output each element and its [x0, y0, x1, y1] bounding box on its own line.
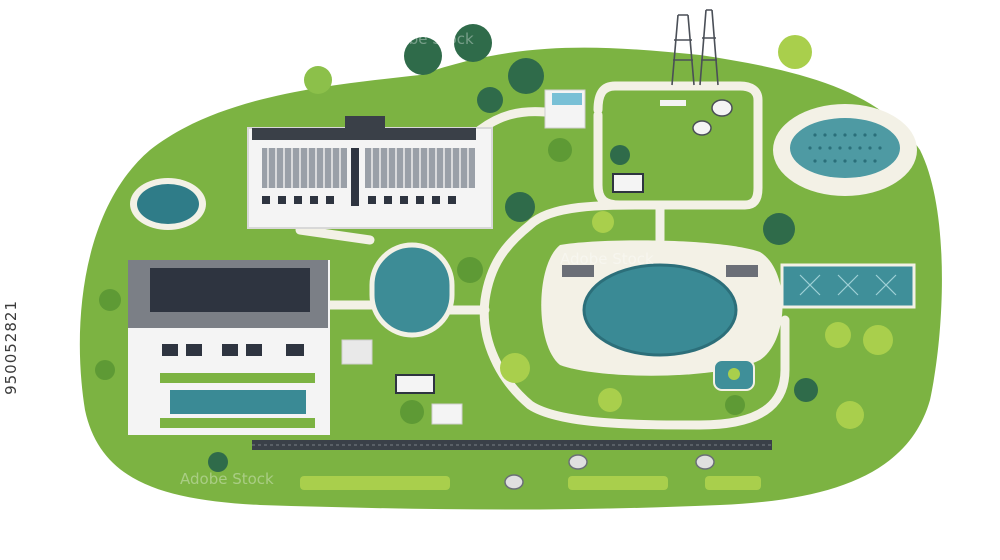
filtration-hall-chimney — [345, 116, 385, 128]
shed-bottom — [395, 374, 435, 394]
tank-icon — [660, 99, 733, 136]
shed-middle — [341, 339, 373, 365]
fountain-icon — [713, 359, 755, 391]
lawn-strip-bottom — [160, 418, 315, 428]
control-building-roof-panel — [150, 268, 310, 312]
hall-windows — [262, 196, 456, 204]
control-building-windows — [162, 344, 304, 356]
stadium-shed-left — [562, 265, 594, 277]
stadium-shed-right — [726, 265, 758, 277]
lawn-strip — [160, 373, 315, 383]
filter-beds-right — [780, 263, 916, 309]
aeration-channel — [170, 390, 306, 414]
pond-top-right — [790, 118, 900, 178]
solar-panel-icon — [252, 440, 772, 450]
central-oval-pond — [582, 263, 738, 357]
gate-box — [431, 403, 463, 425]
pump-house-roof — [552, 93, 582, 105]
hall-ladder — [351, 148, 359, 206]
shed-top — [612, 173, 644, 193]
clarifier-basin — [369, 242, 455, 338]
filter-bed-marks — [799, 274, 897, 296]
filtration-hall-roof-edge — [252, 128, 476, 140]
hedge-rows — [300, 476, 761, 490]
tree-icon — [95, 24, 893, 472]
hall-vents-left — [262, 148, 347, 188]
manhole-covers — [504, 454, 715, 490]
tower-icon — [671, 9, 719, 86]
round-tank-left-water — [137, 184, 199, 224]
hall-vent-stripes — [267, 148, 469, 188]
aerator-dots — [808, 133, 882, 163]
side-image-id: 950052821 — [2, 300, 20, 395]
